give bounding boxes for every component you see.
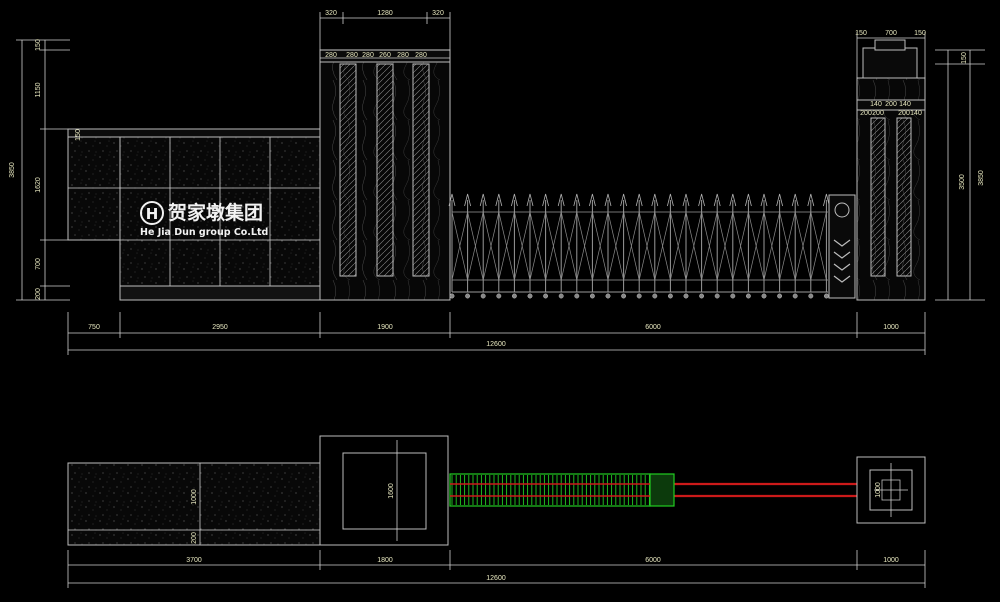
- pillar-bar-dim-3: 280: [362, 52, 374, 59]
- elevation-view: 3850 150 1150 1620 700 200 150 H 贺家墩集团 H…: [9, 10, 985, 355]
- left-dimension-chain: 3850 150 1150 1620 700 200: [9, 39, 70, 301]
- pillar-top-dim-1: 320: [325, 10, 337, 17]
- left-height-1: 150: [35, 39, 42, 51]
- plan-bottom-dimensions: 3700 1800 6000 1000 12600: [67, 550, 926, 588]
- post-dim-5: 200: [872, 110, 884, 117]
- post-top-dim-1: 150: [855, 30, 867, 37]
- logo-chinese-name: 贺家墩集团: [167, 201, 263, 224]
- company-logo: H 贺家墩集团 He Jia Dun group Co.Ltd: [140, 201, 268, 238]
- plan-wall-offset: 200: [191, 532, 198, 544]
- pillar-bar-dim-2: 280: [346, 52, 358, 59]
- pillar-top-dim-2: 1280: [377, 10, 393, 17]
- post-dim-7: 140: [910, 110, 922, 117]
- post-dim-6: 200: [898, 110, 910, 117]
- plan-gate-track: [449, 473, 857, 507]
- elev-total: 12600: [486, 341, 506, 348]
- pillar-top-dim-3: 320: [432, 10, 444, 17]
- post-dim-1: 140: [870, 101, 882, 108]
- logo-mark: H: [146, 205, 159, 223]
- wall-top-dim: 150: [75, 129, 82, 141]
- post-total-height: 3850: [978, 170, 985, 186]
- elev-dim-1: 750: [88, 324, 100, 331]
- post-top-dim-3: 150: [914, 30, 926, 37]
- plan-dim-2: 1800: [377, 557, 393, 564]
- left-total-height: 3850: [9, 162, 16, 178]
- plan-dim-3: 6000: [645, 557, 661, 564]
- plan-wall-depth: 1000: [191, 489, 198, 505]
- left-height-3: 1620: [35, 177, 42, 193]
- logo-english-name: He Jia Dun group Co.Ltd: [140, 227, 268, 238]
- post-top-dim-2: 700: [885, 30, 897, 37]
- left-height-5: 200: [35, 288, 42, 300]
- post-inner-height: 3500: [959, 174, 966, 190]
- post-dim-4: 200: [860, 110, 872, 117]
- left-height-2: 1150: [35, 82, 42, 97]
- pillar-bar-dim-6: 280: [415, 52, 427, 59]
- plan-wall: [67, 462, 321, 546]
- plan-dim-4: 1000: [883, 557, 899, 564]
- pillar-bar-dim-5: 280: [397, 52, 409, 59]
- plan-view: 1000 200 1600 1000 3700: [67, 435, 926, 588]
- elev-dim-4: 6000: [645, 324, 661, 331]
- pillar-bar-dim-1: 280: [325, 52, 337, 59]
- post-top-height: 150: [961, 52, 968, 64]
- elev-dim-3: 1900: [377, 324, 393, 331]
- left-height-4: 700: [35, 258, 42, 270]
- plan-dim-1: 3700: [186, 557, 202, 564]
- logo-emblem: [140, 201, 164, 225]
- main-pillar: 320 1280 320 280 280 280 260 280 280: [319, 10, 451, 301]
- post-dim-2: 200: [885, 101, 897, 108]
- plan-gate-folded: [449, 473, 651, 507]
- post-dim-3: 140: [899, 101, 911, 108]
- pillar-bar-dim-4: 260: [379, 52, 391, 59]
- plan-total: 12600: [486, 575, 506, 582]
- elev-dim-5: 1000: [883, 324, 899, 331]
- plan-pillar-depth: 1600: [388, 483, 395, 499]
- elev-dim-2: 2950: [212, 324, 228, 331]
- right-post: 150 700 150 140 200 140 200 200 200 140 …: [855, 30, 985, 301]
- granite-wall: 150: [67, 128, 451, 301]
- plan-post-depth: 1000: [875, 482, 882, 498]
- retractable-gate: [448, 193, 856, 299]
- elevation-bottom-dimensions: 750 2950 1900 6000 1000 12600: [67, 312, 926, 355]
